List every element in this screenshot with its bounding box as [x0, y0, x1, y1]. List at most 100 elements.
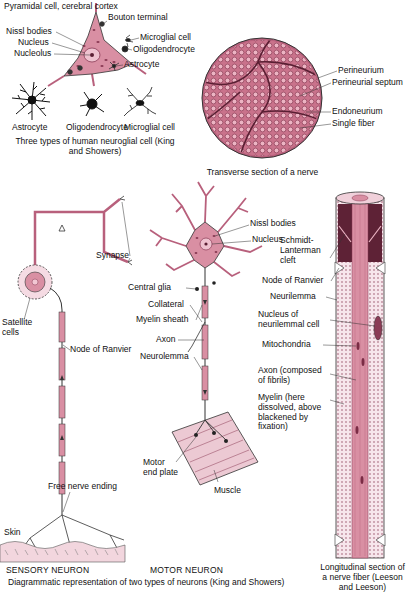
motor-neuron-part: [172, 412, 258, 485]
leader-line-part: [215, 225, 249, 236]
sensory-neuron-part: [59, 312, 65, 494]
part-label: Nucleus of neurilemmal cell: [258, 310, 330, 330]
nerve-fiber-section-part: [352, 195, 368, 201]
leader-line: [300, 71, 337, 128]
part-label: Astrocyte: [124, 60, 174, 70]
leader-line-part: [103, 21, 107, 24]
leader-line-part: [331, 268, 339, 281]
sensory-neuron-part: [25, 272, 45, 292]
leader-line-part: [300, 124, 331, 128]
part-label: Microglial cell: [140, 33, 206, 43]
part-label: Myelin (here dissolved, above blackened …: [258, 393, 330, 432]
nerve-fiber-section: [335, 192, 385, 558]
pyramidal-cell-part: [100, 65, 103, 67]
pyramidal-cell-part: [104, 59, 107, 61]
leader-line-part: [194, 357, 202, 370]
oligodendrocyte-cell: [80, 92, 104, 116]
motor-neuron-part: [203, 300, 207, 395]
leader-line-part: [326, 297, 337, 300]
leader-line-part: [330, 320, 375, 326]
neuron-heading: SENSORY NEURON: [6, 566, 106, 576]
leader-line-part: [196, 305, 202, 320]
pyramidal-cell-part: [93, 29, 96, 31]
motor-neuron-part: [178, 420, 254, 480]
part-label: Free nerve ending: [48, 482, 133, 492]
part-label: Satellite cells: [2, 318, 44, 338]
part-label: Single fiber: [332, 119, 404, 129]
leader-line-part: [116, 65, 123, 66]
motor-neuron-part: [186, 222, 224, 268]
sensory-neuron-part: [20, 225, 124, 560]
leader-line-part: [131, 38, 139, 40]
part-label: Motor end plate: [143, 458, 179, 478]
motor-neuron-part-part: [196, 237, 199, 239]
pyramidal-cell-part: [112, 64, 116, 68]
motor-neuron-part-part: [195, 252, 198, 254]
motor-neuron-part: [212, 431, 216, 435]
motor-neuron-part: [202, 286, 208, 400]
part-label: Nucleolus: [14, 49, 64, 59]
part-label: Nissl bodies: [6, 27, 66, 37]
leader-line-part: [63, 492, 70, 512]
pyramidal-cell-part: [109, 62, 119, 71]
leader-line-part: [330, 374, 356, 380]
figure-caption: Longitudinal section of a nerve fiber (L…: [318, 563, 407, 592]
part-label: Node of Ranvier: [262, 276, 332, 286]
part-label: Axon: [156, 335, 186, 345]
part-label: Central glia: [128, 283, 188, 293]
nerve-fiber-section-part: [336, 192, 384, 204]
motor-neuron-part-part: [213, 235, 216, 237]
motor-neuron-part: [196, 420, 226, 440]
pyramidal-cell-part: [96, 41, 99, 43]
pyramidal-cell-part: [90, 53, 94, 57]
nerve-fiber-section-part-part: [362, 358, 365, 366]
part-label: Perineurial septum: [332, 78, 407, 88]
nerve-cross-section-part: [202, 38, 322, 158]
figure-caption: Three types of human neuroglial cell (Ki…: [15, 137, 175, 157]
figure-heading: Pyramidal cell, cerebral cortex: [4, 2, 164, 12]
part-label: Microglial cell: [124, 123, 194, 133]
nerve-cross-section-part: [204, 40, 320, 156]
part-label: Endoneurium: [332, 107, 404, 117]
nerve-fiber-section-part: [336, 198, 384, 558]
nerve-fiber-section-part-part: [361, 476, 364, 484]
nerve-fiber-section-part-part: [356, 426, 359, 434]
pyramidal-cell-part: [112, 61, 115, 63]
part-label: Collateral: [148, 300, 203, 310]
part-label: Nucleus: [18, 38, 58, 48]
figure-caption: Diagrammatic representation of two types…: [8, 578, 313, 588]
part-label: Skin: [4, 528, 34, 538]
pyramidal-cell-part: [92, 74, 94, 86]
nerve-fiber-section-part: [356, 342, 365, 484]
leader-line-part: [330, 234, 345, 258]
leader-line-part: [318, 71, 337, 78]
leader-line-part: [122, 202, 130, 256]
oligodendrocyte-cell-part: [80, 92, 104, 116]
nerve-fiber-section-part: [374, 316, 382, 340]
part-label: Axon (composed of fibrils): [258, 366, 330, 386]
nerve-cross-section-part-part: [262, 111, 320, 120]
nerve-fiber-section-part: [339, 226, 381, 242]
part-label: Muscle: [214, 486, 254, 496]
oligodendrocyte-cell-part: [87, 99, 97, 109]
pyramidal-cell-part: [122, 46, 128, 52]
motor-neuron-part-part: [202, 325, 208, 359]
pyramidal-cell-part: [48, 76, 64, 86]
part-label: Nissl bodies: [250, 219, 312, 229]
leader-line-part: [214, 470, 218, 482]
motor-neuron-part: [194, 433, 198, 437]
motor-neuron-part: [224, 439, 228, 443]
nerve-cross-section-part-part: [206, 92, 240, 120]
leader-line-part: [56, 32, 84, 46]
nerve-cross-section-part-part: [258, 62, 318, 76]
motor-neuron-part-part: [215, 251, 218, 253]
astrocyte-cell-part: [12, 82, 50, 120]
sensory-neuron-part: [5, 549, 118, 555]
microglial-cell-part: [136, 101, 144, 106]
leader-line-part: [212, 241, 251, 244]
motor-neuron-part: [212, 281, 216, 285]
leader-line-part: [52, 43, 85, 53]
leader-line-part: [128, 49, 132, 50]
